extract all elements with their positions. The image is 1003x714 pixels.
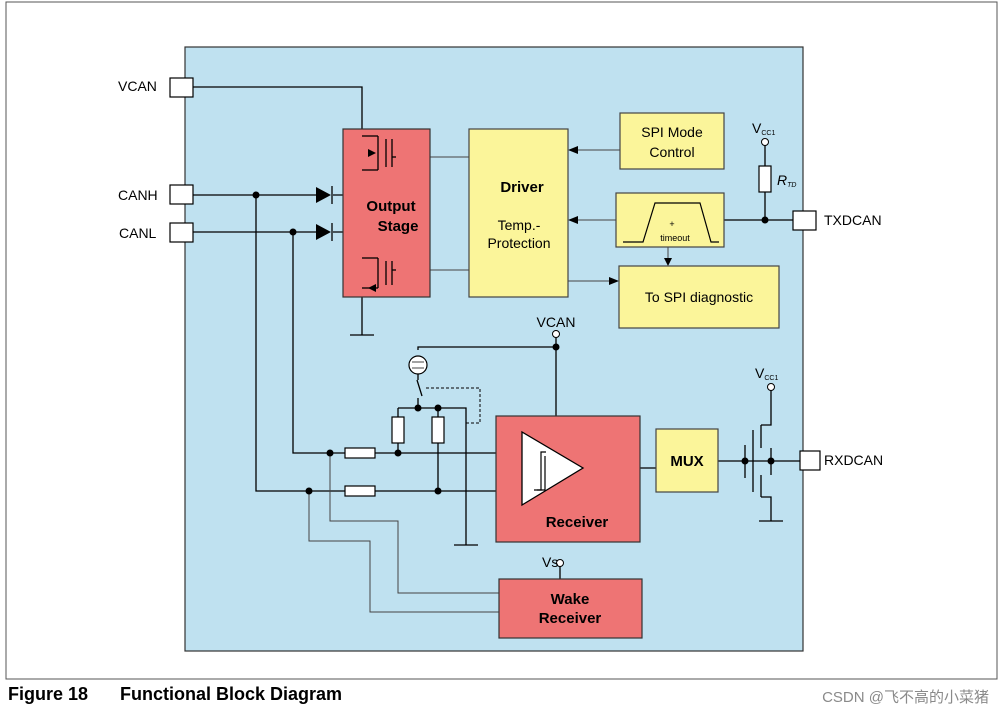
canh-diode-icon [316, 186, 333, 204]
canl-pin [169, 222, 194, 243]
driver-block [468, 128, 569, 298]
vcan-pin [169, 77, 194, 98]
spi-mode-label-2: Control [649, 144, 694, 160]
vcan-pin-label: VCAN [118, 78, 157, 94]
rtd-resistor-icon [758, 165, 772, 193]
rtd-label: RTD [777, 172, 796, 189]
timeout-pulse-icon [623, 202, 719, 243]
timeout-label: timeout [660, 233, 690, 243]
vcc1-terminal-rxd [767, 383, 775, 391]
watermark: CSDN @飞不高的小菜猪 [822, 689, 989, 706]
figure-caption: Figure 18 Functional Block Diagram [8, 684, 342, 705]
wake-label-1: Wake [551, 591, 590, 608]
bias-resistor-right-icon [431, 416, 445, 444]
spi-diag-label: To SPI diagnostic [645, 289, 753, 305]
bias-resistor-left-icon [391, 416, 405, 444]
canl-diode-icon [316, 223, 333, 241]
mux-block [655, 428, 719, 493]
vcc1-label-top: VCC1 [752, 120, 775, 137]
vs-label: Vs [542, 554, 558, 570]
txdcan-pin-label: TXDCAN [824, 212, 882, 228]
canl-pin-label: CANL [119, 225, 157, 241]
figure-number: Figure 18 [8, 684, 89, 704]
current-source-icon [408, 355, 428, 375]
temp-label-2: Protection [487, 235, 550, 251]
figure-frame [5, 1, 998, 680]
rxdcan-pin-label: RXDCAN [824, 452, 883, 468]
vcc1-terminal-top [761, 138, 769, 146]
timeout-block [615, 192, 725, 248]
output-stage-label-2: Stage [378, 218, 419, 235]
canh-pin [169, 184, 194, 205]
functional-block-diagram: Output Stage Driver Temp.- Protection SP… [5, 1, 998, 680]
receiver-label: Receiver [546, 514, 609, 531]
rxdcan-pin [799, 450, 821, 471]
spi-mode-label-1: SPI Mode [641, 124, 703, 140]
junction-dots [252, 191, 775, 495]
driver-label: Driver [500, 179, 544, 196]
vcc1-label-rxd: VCC1 [755, 365, 778, 382]
txdcan-pin [792, 210, 817, 231]
canh-input-resistor-icon [344, 485, 376, 497]
spi-mode-control-block [619, 112, 725, 170]
canh-pin-label: CANH [118, 187, 158, 203]
timeout-plus: + [669, 219, 674, 229]
figure-title: Functional Block Diagram [120, 684, 343, 704]
comparator-icon [521, 430, 585, 507]
canl-input-resistor-icon [344, 447, 376, 459]
wake-label-2: Receiver [539, 610, 602, 627]
mux-label: MUX [670, 453, 703, 470]
vcan-supply-label: VCAN [537, 314, 576, 330]
vs-terminal [556, 559, 564, 567]
wake-receiver-block [498, 578, 643, 639]
output-mosfet-icons [362, 135, 396, 292]
output-stage-label-1: Output [366, 198, 415, 215]
temp-label-1: Temp.- [498, 217, 541, 233]
spi-diagnostic-block [618, 265, 780, 329]
receiver-block [495, 415, 641, 543]
vcan-terminal [552, 330, 560, 338]
